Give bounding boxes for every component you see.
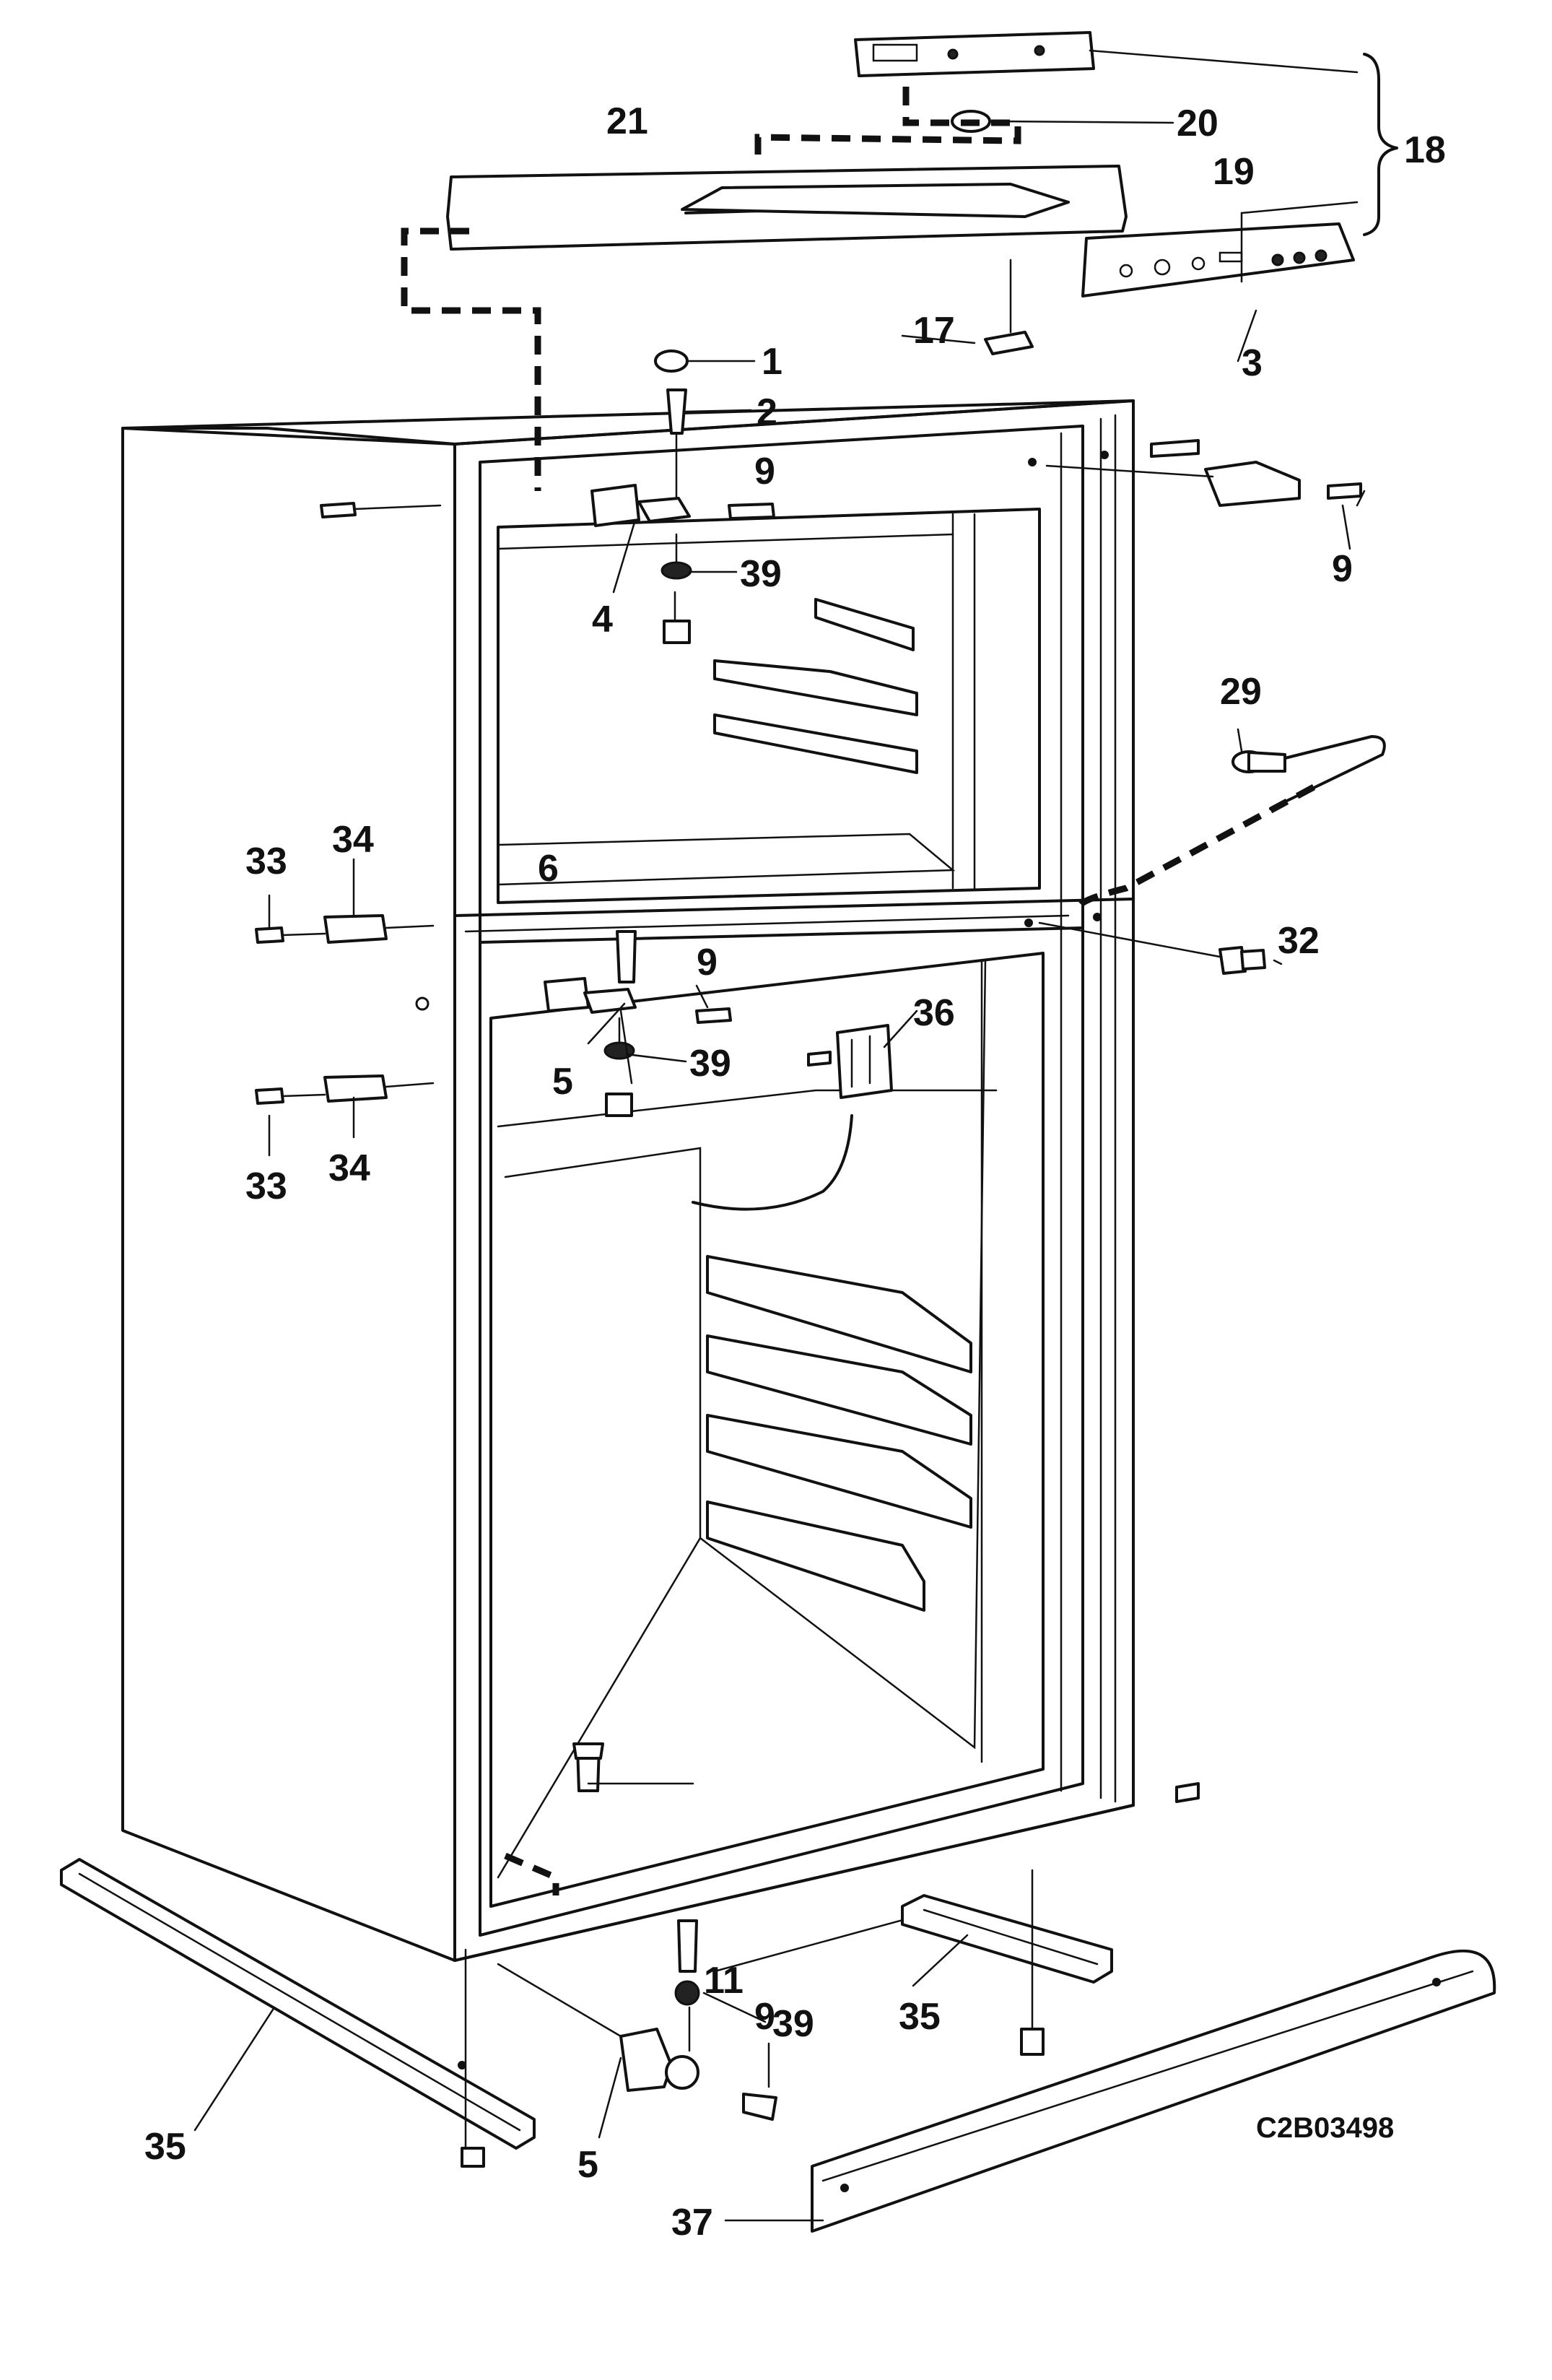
base-rail-part-35-left	[60, 1858, 536, 2168]
clip-part-17	[984, 331, 1034, 355]
callout-9-bottom: 9	[754, 1996, 775, 2038]
control-bracket-part-18	[854, 31, 1095, 77]
callout-35-left: 35	[144, 2126, 186, 2168]
door-stop-hardware-upper	[255, 914, 435, 944]
callout-1: 1	[762, 341, 782, 383]
callout-39-top: 39	[740, 553, 782, 595]
assembly-dashed-line	[401, 227, 541, 491]
callout-37: 37	[671, 2202, 713, 2244]
callout-18: 18	[1404, 129, 1446, 171]
bottom-hinge-hardware	[497, 1742, 777, 2121]
callout-34-lower: 34	[328, 1147, 370, 1189]
control-panel-part-19	[1081, 222, 1355, 298]
callout-20: 20	[1177, 103, 1219, 144]
callout-33-lower: 33	[245, 1165, 287, 1207]
callout-32: 32	[1278, 920, 1320, 962]
callout-3: 3	[1242, 342, 1263, 384]
thermostat-part-36	[807, 1024, 893, 1099]
callout-34-upper: 34	[332, 819, 374, 861]
callout-29: 29	[1220, 671, 1262, 713]
callout-33-upper: 33	[245, 841, 287, 882]
callout-5-bottom: 5	[577, 2144, 598, 2186]
callout-11: 11	[704, 1960, 744, 2002]
top-hinge-hardware	[320, 349, 1362, 644]
plug-part-32	[1038, 921, 1266, 975]
top-trim-part-21	[446, 165, 1128, 251]
callout-39-middle: 39	[689, 1043, 731, 1085]
callout-36: 36	[913, 992, 955, 1034]
callout-9-top: 9	[754, 451, 775, 492]
callout-9-middle: 9	[697, 942, 718, 983]
callout-19: 19	[1213, 151, 1255, 193]
door-stop-hardware-lower	[255, 1074, 435, 1105]
base-rail-part-35-right	[901, 1782, 1200, 2056]
callout-35-right: 35	[899, 1996, 941, 2038]
callout-6: 6	[538, 848, 559, 890]
callout-21: 21	[606, 100, 648, 142]
callout-39-bottom: 39	[772, 2003, 814, 2045]
callout-9-right: 9	[1332, 548, 1353, 590]
kick-plate-part-37	[811, 1949, 1496, 2233]
callout-5-middle: 5	[552, 1061, 573, 1103]
assembly-dashed-line	[754, 87, 1021, 155]
callout-4: 4	[592, 599, 613, 640]
callout-17: 17	[913, 310, 955, 352]
callout-2: 2	[757, 391, 777, 433]
brace-group-18	[1363, 53, 1398, 236]
callout-leaders	[193, 120, 1366, 2222]
cabinet-body	[121, 399, 1135, 1973]
drawing-code: C2B03498	[1256, 2112, 1394, 2144]
door-gasket-part-29	[1076, 735, 1386, 913]
